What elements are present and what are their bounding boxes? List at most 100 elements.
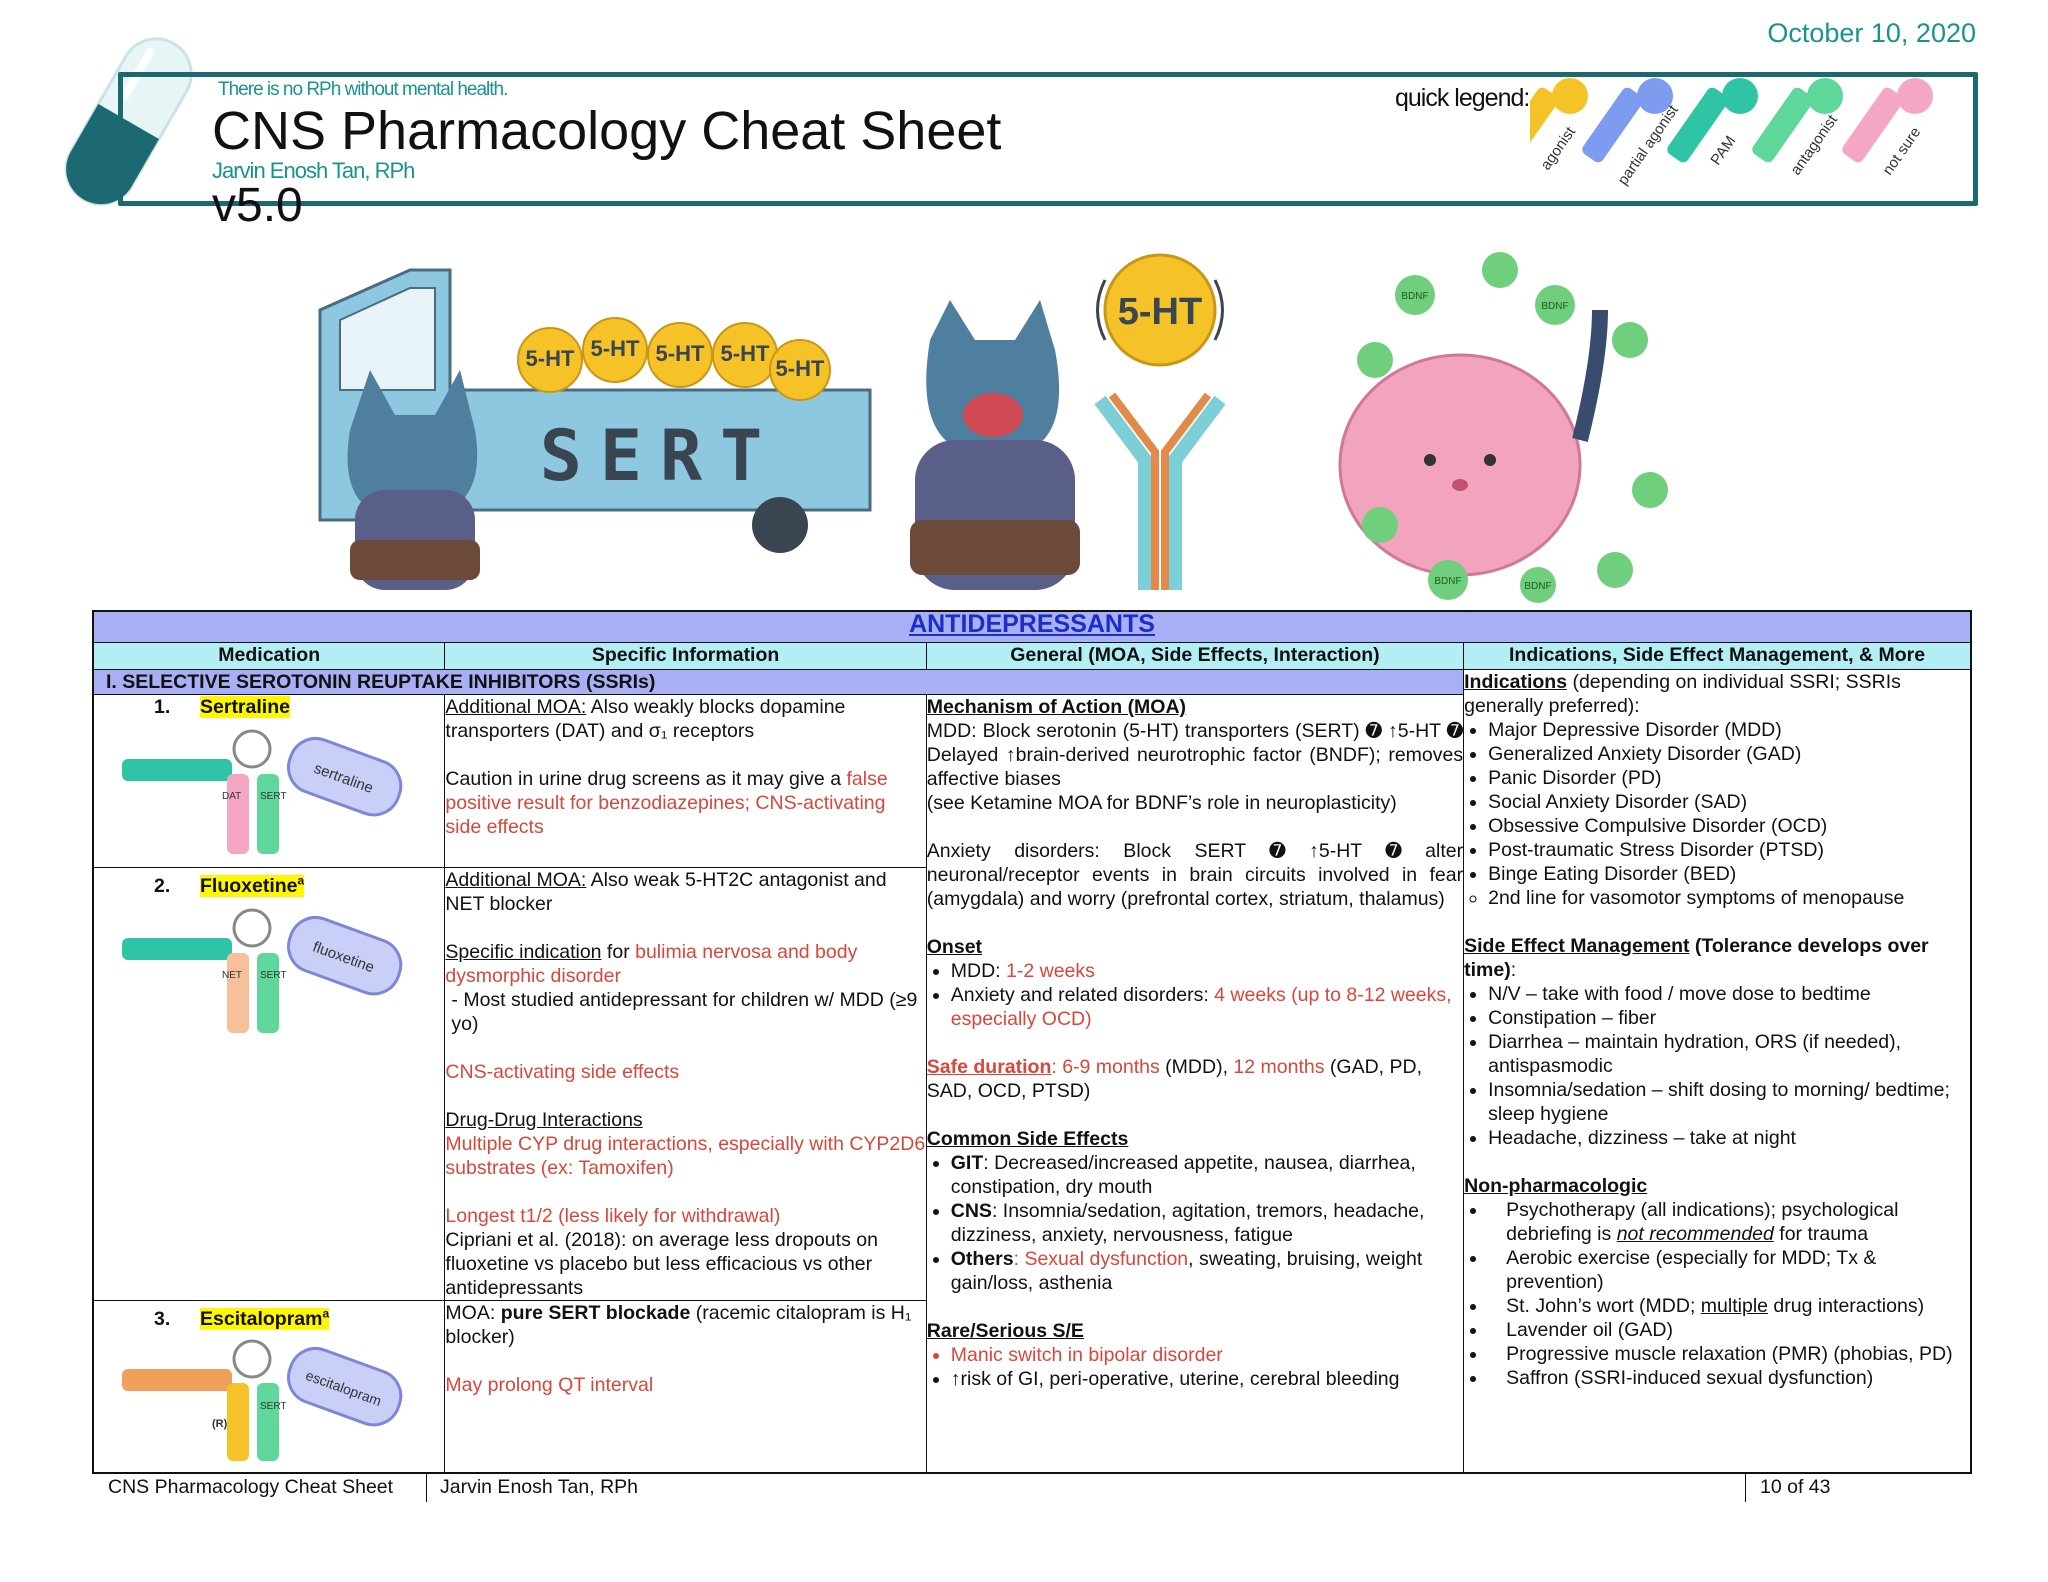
med-name: Escitaloprama [200, 1306, 330, 1330]
cns-activating-note: CNS-activating side effects [445, 1061, 680, 1083]
table-title: ANTIDEPRESSANTS [909, 610, 1155, 638]
ball-label: 5-HT [776, 356, 825, 381]
qt-note: May prolong QT interval [445, 1374, 654, 1396]
table-row: I. SELECTIVE SEROTONIN REUPTAKE INHIBITO… [92, 669, 1972, 1473]
ketamine-note: (see Ketamine MOA for BDNF’s role in neu… [926, 792, 1397, 814]
creature-mascot-icon [347, 370, 480, 590]
specific-info-cell: Additional MOA: Also weakly blocks dopam… [444, 694, 927, 868]
antagonist-key-icon: antagonist [1752, 78, 1843, 178]
column-header-row: Medication Specific Information General … [92, 642, 1972, 670]
bdnf-label: BDNF [1524, 581, 1551, 592]
non-pharmacologic-heading: Non-pharmacologic [1464, 1175, 1648, 1197]
list-item: Manic switch in bipolar disorder [951, 1343, 1463, 1367]
text: GIT [950, 1152, 984, 1174]
list-item: Diarrhea – maintain hydration, ORS (if n… [1488, 1030, 1970, 1078]
text: Escitalopram [200, 1307, 323, 1330]
agonist-key-icon: agonist [1530, 78, 1588, 173]
document-date: October 10, 2020 [1767, 18, 1976, 48]
list-item: GIT: Decreased/increased appetite, nause… [951, 1151, 1463, 1199]
ball-label: 5-HT [526, 346, 575, 371]
sert-illustration: SERT 5-HT 5-HT 5-HT 5-HT 5-HT 5-HT [318, 252, 1668, 603]
ball-label: 5-HT [591, 336, 640, 361]
column-header: Medication [92, 642, 446, 670]
list-item: Anxiety and related disorders: 4 weeks (… [951, 983, 1463, 1031]
moa-heading: Mechanism of Action (MOA) [926, 696, 1187, 718]
footer-separator [1745, 1474, 1746, 1502]
legend-key-label: not sure [1879, 124, 1924, 178]
column-header: General (MOA, Side Effects, Interaction) [925, 642, 1465, 670]
ball-label: 5-HT [721, 341, 770, 366]
quick-legend-keys: agonist partial agonist PAM antagonist n… [1530, 78, 1933, 188]
partial-agonist-key-icon: partial agonist [1582, 78, 1682, 188]
table-row: 3.Escitaloprama escitalopram (R) SERT MO… [92, 1300, 1971, 1473]
med-name: Fluoxetinea [200, 873, 305, 897]
side-effect-management-list: N/V – take with food / move dose to bedt… [1464, 982, 1970, 1150]
legend-key-label: PAM [1707, 133, 1739, 168]
text: : 6-9 months [1051, 1056, 1160, 1078]
keychain-icon: escitalopram (R) SERT [122, 1339, 403, 1461]
colon: : [1510, 959, 1517, 981]
list-item: Psychotherapy (all indications); psychol… [1488, 1198, 1970, 1246]
bdnf-label: BDNF [1541, 301, 1568, 312]
med-number: 1. [154, 696, 171, 718]
additional-moa-label: Additional MOA: [445, 869, 587, 891]
side-effects-list: GIT: Decreased/increased appetite, nause… [927, 1151, 1463, 1295]
text: Others [950, 1248, 1014, 1270]
text: not recommended [1616, 1223, 1774, 1245]
text: for trauma [1773, 1223, 1869, 1245]
antidepressants-table: ANTIDEPRESSANTS Medication Specific Info… [92, 610, 1972, 1474]
table-title-row: ANTIDEPRESSANTS [92, 610, 1972, 643]
column-header: Specific Information [444, 642, 927, 670]
indications-list: Major Depressive Disorder (MDD) Generali… [1464, 718, 1970, 886]
text: MOA: [445, 1302, 501, 1324]
specific-indication-label: Specific indication [445, 941, 602, 963]
specific-info-cell: MOA: pure SERT blockade (racemic citalop… [444, 1300, 927, 1473]
list-item: Binge Eating Disorder (BED) [1488, 862, 1970, 886]
page-number: 10 of 43 [1760, 1476, 1831, 1498]
list-item: Panic Disorder (PD) [1488, 766, 1970, 790]
list-item: Progressive muscle relaxation (PMR) (pho… [1488, 1342, 1970, 1366]
list-item: CNS: Insomnia/sedation, agitation, tremo… [951, 1199, 1463, 1247]
brain-mascot-icon [1338, 309, 1608, 577]
pill-logo-icon [64, 37, 193, 206]
text: for [601, 941, 636, 963]
footer-title: CNS Pharmacology Cheat Sheet [108, 1476, 394, 1498]
side-effect-management-heading: Side Effect Management [1464, 935, 1690, 957]
table-row: 2.Fluoxetinea fluoxetine NET SERT Additi… [92, 867, 1971, 1301]
text: (racemic citalopram is H₁ blocker) [445, 1302, 912, 1348]
author-name: Jarvin Enosh Tan, RPh [212, 158, 415, 183]
text: Also weak 5-HT2C antagonist and NET bloc… [445, 869, 887, 915]
text: , sweating, bruising, weight gain/loss, … [950, 1248, 1423, 1294]
footer-separator [426, 1474, 427, 1502]
text: Also weakly blocks dopamine transporters… [445, 696, 846, 742]
list-item: Generalized Anxiety Disorder (GAD) [1488, 742, 1970, 766]
creature-mascot-icon [910, 300, 1080, 590]
safe-duration-heading: Safe duration [926, 1056, 1052, 1078]
footnote-mark: a [297, 873, 305, 887]
legend-key-label: agonist [1537, 123, 1579, 173]
key-label: SERT [260, 970, 287, 981]
text: : Insomnia/sedation, agitation, tremors,… [950, 1200, 1425, 1246]
text: : Sexual dysfunction [1013, 1248, 1189, 1270]
additional-moa-label: Additional MOA: [445, 696, 587, 718]
text: false positive result for benzodiazepine… [445, 768, 888, 838]
list-item: Obsessive Compulsive Disorder (OCD) [1488, 814, 1970, 838]
list-item: Post-traumatic Stress Disorder (PTSD) [1488, 838, 1970, 862]
list-item: Headache, dizziness – take at night [1488, 1126, 1970, 1150]
specific-info-cell: Additional MOA: Also weak 5-HT2C antagon… [444, 867, 927, 1301]
key-label: SERT [260, 1401, 287, 1412]
page-title: CNS Pharmacology Cheat Sheet [212, 101, 1002, 161]
general-info-cell: Mechanism of Action (MOA) MDD: Block ser… [925, 694, 1465, 1473]
list-item: Major Depressive Disorder (MDD) [1488, 718, 1970, 742]
list-item: MDD: 1-2 weeks [951, 959, 1463, 983]
key-label: NET [222, 970, 242, 981]
version-label: v5.0 [212, 179, 303, 232]
text: 4 weeks (up to 8-12 weeks, especially OC… [950, 984, 1452, 1030]
common-side-effects-heading: Common Side Effects [926, 1128, 1129, 1150]
column-header: Indications, Side Effect Management, & M… [1463, 642, 1972, 670]
second-line-list: 2nd line for vasomotor symptoms of menop… [1464, 886, 1970, 910]
tolerance-note: (Tolerance develops over time) [1464, 935, 1929, 981]
children-note: - Most studied antidepressant for childr… [451, 989, 918, 1035]
anxiety-moa-text: Anxiety disorders: Block SERT ➐ ↑5-HT ➐ … [926, 840, 1464, 910]
header-frame [118, 72, 1978, 206]
